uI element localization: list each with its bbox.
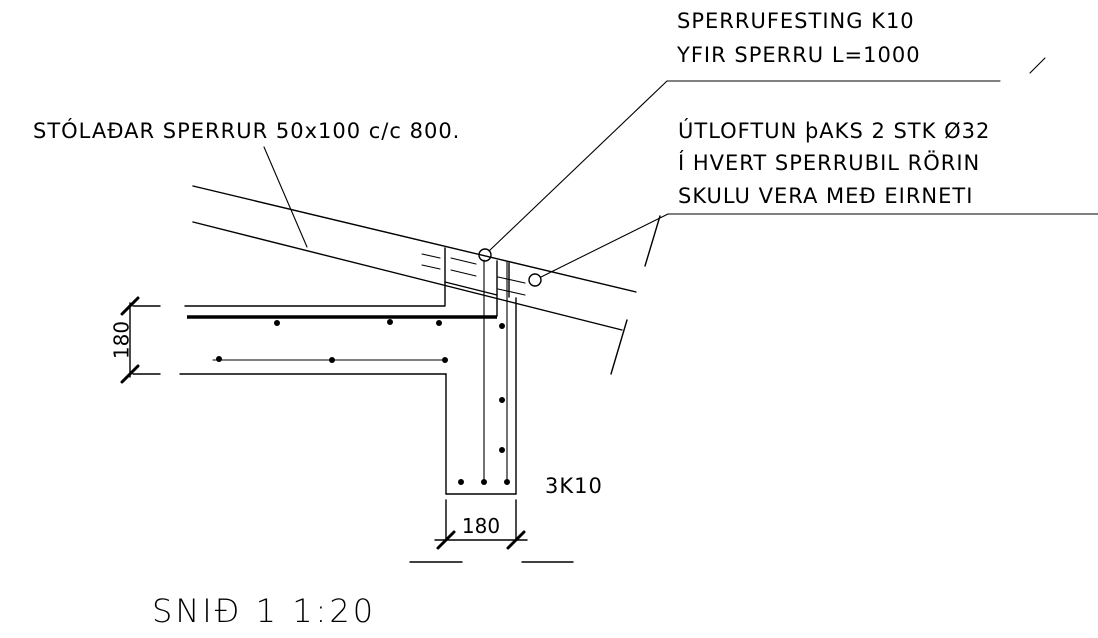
label-rebar: 3K10 <box>545 474 603 498</box>
reinforcement <box>187 259 510 485</box>
roof-rafter <box>192 185 637 331</box>
label-ventilation-3: SKULU VERA MEÐ EIRNETI <box>678 184 973 208</box>
label-ventilation-1: ÚTLOFTUN þAKS 2 STK Ø32 <box>678 118 990 143</box>
label-rafter-fixing-1: SPERRUFESTING K10 <box>677 9 915 33</box>
concrete-wall <box>445 260 517 495</box>
vent-marker <box>528 273 542 287</box>
wall-dimension <box>409 499 574 563</box>
fixing-marker <box>478 248 492 262</box>
wall-thickness-dimension: 180 <box>462 514 500 538</box>
leaders <box>263 57 1098 287</box>
label-rafters: STÓLAÐAR SPERRUR 50x100 c/c 800. <box>33 118 460 143</box>
concrete-slab <box>120 296 447 384</box>
slab-thickness-dimension: 180 <box>110 321 134 359</box>
label-ventilation-2: Í HVERT SPERRUBIL RÖRIN <box>678 150 980 175</box>
eaves-cut <box>610 215 661 375</box>
section-title: SNIÐ 1 1:20 <box>152 592 376 630</box>
label-rafter-fixing-2: YFIR SPERRU L=1000 <box>676 43 921 67</box>
